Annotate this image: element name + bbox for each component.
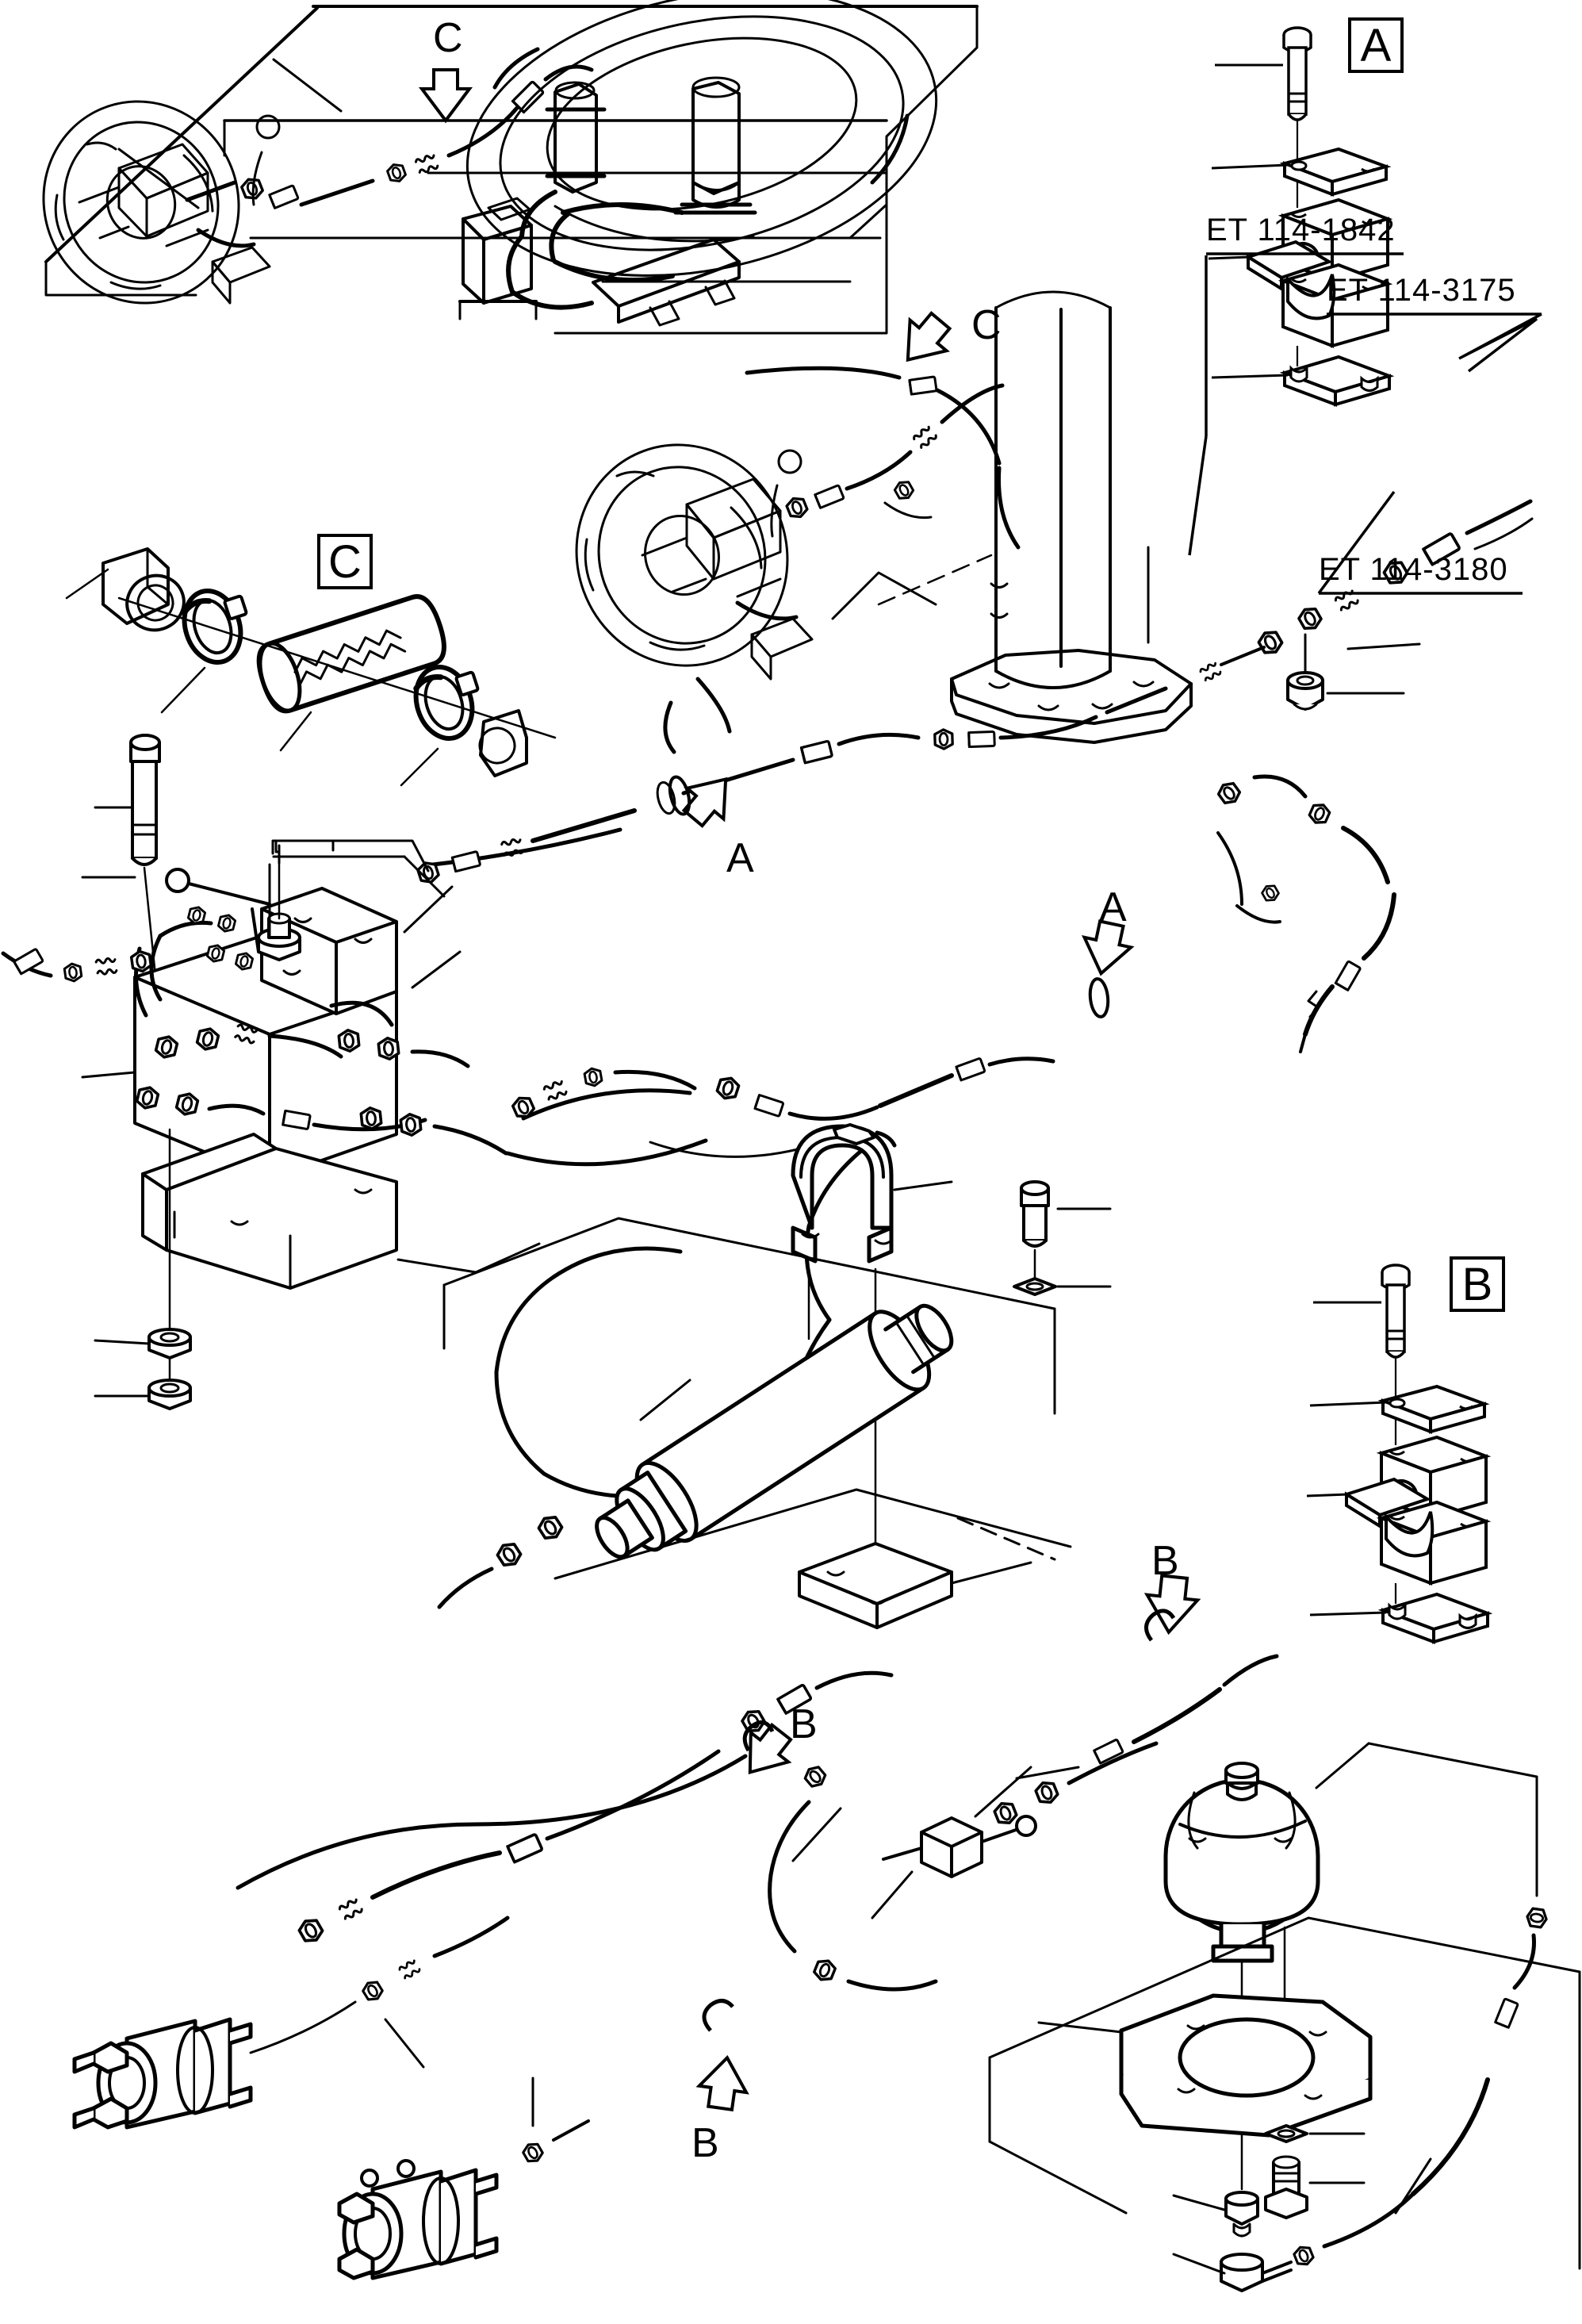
section-arrows (419, 68, 1201, 2112)
detail-callout-b: B (1450, 1256, 1505, 1312)
hose-run-upper (415, 686, 1168, 887)
detail-c-assembly (65, 547, 557, 787)
wheel-hydraulic-group-top (458, 76, 757, 327)
accumulator-cyl (437, 1123, 1032, 1629)
ground-plane-center (442, 1217, 1072, 1580)
section-marker-a-upper: A (726, 835, 754, 881)
detail-b-assembly (1305, 1264, 1489, 1643)
brake-cylinder-1 (72, 1916, 510, 2130)
swivel-joint (831, 290, 1193, 744)
leader-lines (81, 855, 541, 1274)
part-number-leaders (1188, 252, 1542, 595)
section-marker-b-mid: B (790, 1701, 818, 1747)
section-marker-c-top: C (433, 15, 463, 61)
turret-ring (465, 0, 938, 277)
detail-callout-c: C (317, 534, 373, 589)
part-number-et-114-3180: ET 114-3180 (1319, 552, 1508, 587)
valve-block (1, 734, 508, 1410)
detail-callout-a: A (1348, 17, 1404, 73)
section-cut-marks (668, 775, 1176, 2032)
section-marker-b-bottom: B (691, 2120, 719, 2166)
brake-cylinder-2 (337, 2077, 590, 2280)
section-marker-a-right: A (1099, 884, 1127, 930)
ground-plane-bottom (988, 1916, 1581, 2270)
part-number-et-114-1842: ET 114-1842 (1206, 213, 1396, 247)
section-marker-c-mid: C (971, 302, 1002, 348)
part-number-et-114-3175: ET 114-3175 (1327, 273, 1516, 308)
fitting-cluster-3175 (1147, 499, 1534, 711)
wheel-rear (575, 383, 1005, 754)
bolt-washer-center (1013, 1180, 1112, 1296)
section-marker-b-right: B (1151, 1538, 1179, 1584)
hose-bottom-center (236, 1654, 1279, 1992)
elbow-hose-3180 (1214, 774, 1396, 1053)
accumulator-ball (1037, 1742, 1549, 2292)
